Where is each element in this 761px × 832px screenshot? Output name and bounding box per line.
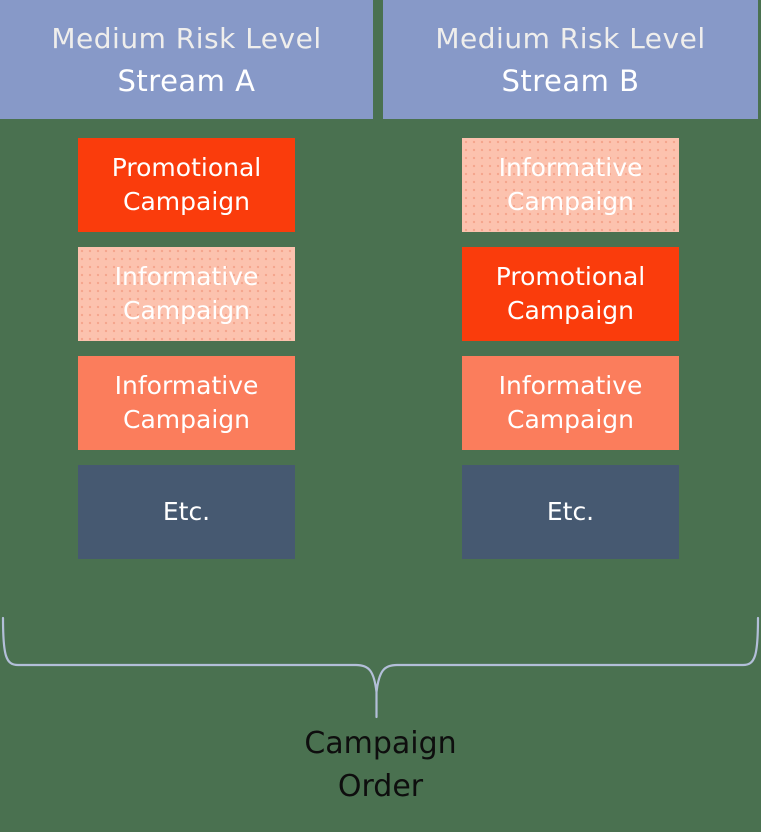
- stream-b-header: Medium Risk Level Stream B: [383, 0, 758, 119]
- stream-a-risk-level-label: Medium Risk Level: [51, 21, 322, 55]
- stream-b-boxes: Informative Campaign Promotional Campaig…: [383, 119, 758, 559]
- stream-a-header: Medium Risk Level Stream A: [0, 0, 373, 119]
- box-label: Promotional Campaign: [495, 262, 646, 325]
- box-label: Etc.: [546, 497, 595, 526]
- stream-b-title: Stream B: [501, 63, 640, 98]
- box-label: Informative Campaign: [114, 371, 259, 434]
- stream-a-box-informative: Informative Campaign: [78, 356, 295, 450]
- stream-a-title: Stream A: [117, 63, 256, 98]
- stream-a-boxes: Promotional Campaign Informative Campaig…: [0, 119, 373, 559]
- box-label: Etc.: [162, 497, 211, 526]
- stream-a-column: Medium Risk Level Stream A Promotional C…: [0, 0, 373, 559]
- stream-b-column: Medium Risk Level Stream B Informative C…: [383, 0, 758, 559]
- box-label: Promotional Campaign: [111, 153, 262, 216]
- brace-path: [1, 616, 760, 719]
- stream-b-box-promotional: Promotional Campaign: [462, 247, 679, 341]
- stream-a-box-promotional: Promotional Campaign: [78, 138, 295, 232]
- campaign-order-label: Campaign Order: [304, 726, 457, 804]
- box-label: Informative Campaign: [114, 262, 259, 325]
- box-label: Informative Campaign: [498, 153, 643, 216]
- stream-a-box-etc: Etc.: [78, 465, 295, 559]
- stream-b-box-informative: Informative Campaign: [462, 356, 679, 450]
- stream-b-box-etc: Etc.: [462, 465, 679, 559]
- box-label: Informative Campaign: [498, 371, 643, 434]
- stream-a-box-informative-light: Informative Campaign: [78, 247, 295, 341]
- stream-b-box-informative-light: Informative Campaign: [462, 138, 679, 232]
- stream-b-risk-level-label: Medium Risk Level: [435, 21, 706, 55]
- campaign-order-brace: [1, 616, 760, 719]
